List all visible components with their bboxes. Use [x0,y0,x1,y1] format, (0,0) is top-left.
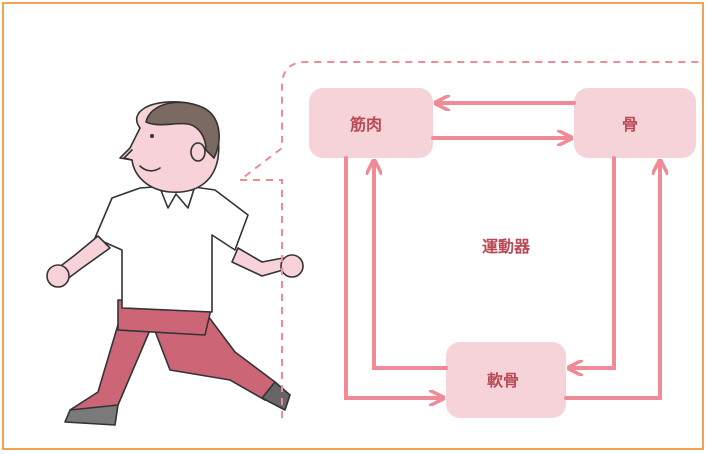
walking-person-illustration [46,101,304,426]
node-cartilage [446,342,566,418]
nose [123,149,133,161]
left-fist [46,264,70,288]
arrow-bone-to-cartilage [570,156,616,368]
right-fist [280,254,304,278]
eye [150,134,154,138]
right-arm [231,247,284,277]
ear [190,142,206,162]
outer-frame [2,2,704,450]
shirt-collar [159,185,196,209]
shirt [94,184,249,313]
node-muscle [309,88,433,158]
node-bone [574,88,696,158]
node-bone-label: 骨 [622,115,638,134]
node-cartilage-label: 軟骨 [487,371,519,390]
thought-bubble-outline [237,61,700,418]
arrow-muscle-to-cartilage [344,156,442,398]
center-label: 運動器 [482,237,531,256]
back-leg [69,317,151,421]
arrow-cartilage-to-muscle [374,162,448,370]
hair [145,101,220,159]
back-shoe [64,404,119,426]
arrow-cartilage-to-bone [564,162,660,400]
mouth [139,165,161,172]
node-muscle-label: 筋肉 [349,115,382,134]
